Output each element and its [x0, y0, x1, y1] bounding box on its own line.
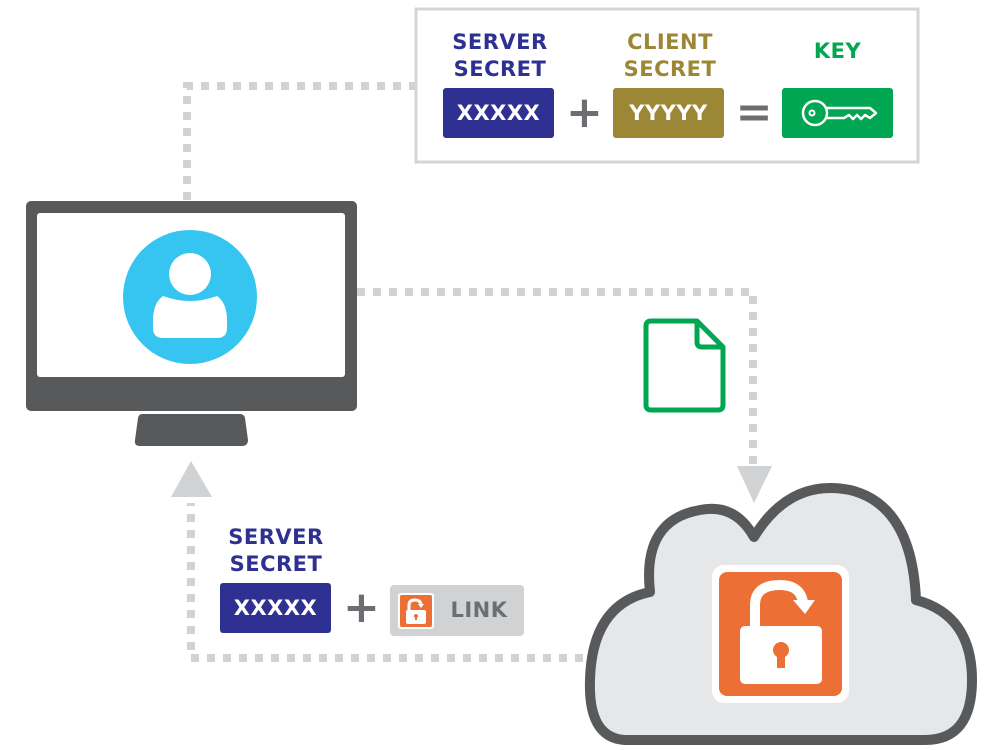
link-label: LINK — [450, 598, 508, 622]
arrow-down-icon — [737, 466, 772, 503]
return-server-secret-value: XXXXX — [220, 583, 331, 633]
key-icon — [801, 99, 878, 127]
file-icon — [643, 318, 726, 413]
client-secret-label-line2: SECRET — [623, 57, 717, 81]
plus-operator: + — [566, 87, 603, 138]
user-avatar-icon — [123, 230, 257, 364]
connector-monitor-to-formula — [183, 82, 415, 200]
key-label: KEY — [813, 39, 862, 63]
key-chip — [782, 88, 893, 138]
link-lock-icon — [398, 593, 434, 629]
client-secret-value: YYYYY — [613, 88, 724, 138]
client-secret-label: CLIENT SECRET — [610, 29, 730, 83]
server-secret-value: XXXXX — [443, 88, 554, 138]
connector-monitor-to-cloud — [357, 288, 757, 466]
server-secret-label: SERVER SECRET — [440, 29, 560, 83]
return-server-secret-label-line1: SERVER — [228, 525, 324, 549]
server-secret-label-line1: SERVER — [452, 30, 548, 54]
server-secret-label-line2: SECRET — [453, 57, 547, 81]
unlocked-padlock-icon — [712, 565, 849, 703]
client-secret-label-line1: CLIENT — [627, 30, 713, 54]
return-server-secret-label: SERVER SECRET — [216, 524, 336, 578]
equals-operator: = — [735, 87, 773, 138]
return-plus-operator: + — [343, 582, 380, 633]
return-server-secret-label-line2: SECRET — [229, 552, 323, 576]
arrow-up-icon — [171, 461, 212, 497]
connector-cloud-to-monitor — [187, 503, 583, 662]
link-chip: LINK — [390, 585, 524, 636]
